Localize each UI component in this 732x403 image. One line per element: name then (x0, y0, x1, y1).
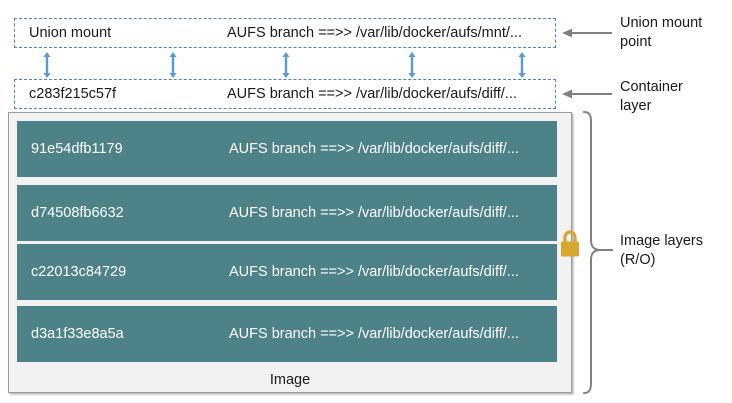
union-mount-branch: AUFS branch ==>> /var/lib/docker/aufs/mn… (227, 25, 522, 41)
double-arrow-icon-2 (169, 52, 177, 78)
image-layer-row: 91e54dfb1179 AUFS branch ==>> /var/lib/d… (17, 121, 557, 177)
container-layer-row: c283f215c57f AUFS branch ==>> /var/lib/d… (14, 79, 556, 109)
image-layer-branch: AUFS branch ==>> /var/lib/docker/aufs/di… (229, 326, 519, 342)
image-layers-brace (583, 111, 600, 394)
container-layer-id: c283f215c57f (29, 86, 117, 102)
image-layer-branch: AUFS branch ==>> /var/lib/docker/aufs/di… (229, 205, 519, 221)
image-layer-row: d74508fb6632 AUFS branch ==>> /var/lib/d… (17, 185, 557, 241)
double-arrow-icon-1 (43, 52, 51, 78)
image-layer-branch: AUFS branch ==>> /var/lib/docker/aufs/di… (229, 264, 519, 280)
callout-image-layers: Image layers (R/O) (620, 233, 704, 268)
image-layer-row: d3a1f33e8a5a AUFS branch ==>> /var/lib/d… (17, 306, 557, 362)
double-arrow-icon-3 (282, 52, 290, 78)
image-layer-id: d3a1f33e8a5a (31, 326, 124, 342)
callout-container-layer: Container layer (620, 79, 683, 114)
image-layer-id: d74508fb6632 (31, 205, 124, 221)
image-panel: 91e54dfb1179 AUFS branch ==>> /var/lib/d… (8, 112, 572, 393)
union-mount-row: Union mount AUFS branch ==>> /var/lib/do… (14, 18, 556, 48)
double-arrow-icon-4 (408, 52, 416, 78)
container-layer-branch: AUFS branch ==>> /var/lib/docker/aufs/di… (227, 86, 517, 102)
callout-union-mount-point: Union mount point (620, 15, 703, 50)
container-layer-connector-arrow (562, 89, 612, 99)
lock-icon (561, 230, 579, 257)
image-layer-id: c22013c84729 (31, 264, 127, 280)
image-layer-branch: AUFS branch ==>> /var/lib/docker/aufs/di… (229, 141, 519, 157)
double-arrow-icon-5 (518, 52, 526, 78)
union-mount-connector-arrow (562, 28, 612, 38)
image-layer-row: c22013c84729 AUFS branch ==>> /var/lib/d… (17, 244, 557, 300)
union-mount-id: Union mount (29, 25, 112, 41)
image-layer-id: 91e54dfb1179 (31, 141, 123, 157)
image-caption: Image (269, 372, 311, 388)
